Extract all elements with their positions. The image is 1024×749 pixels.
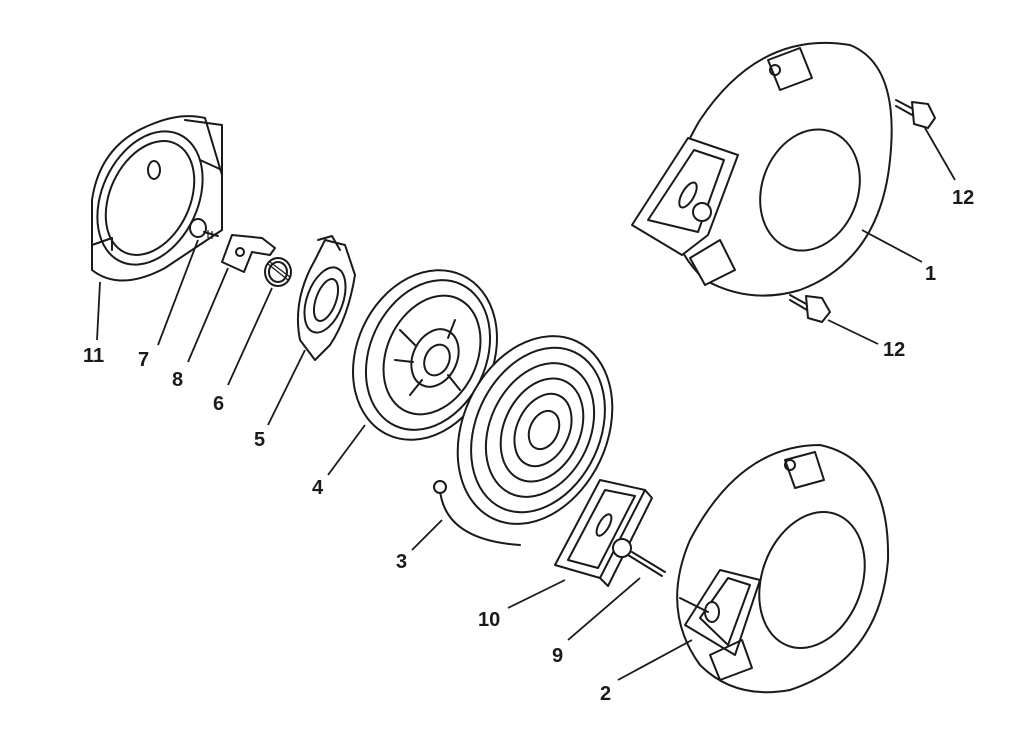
part-6-spring <box>264 257 292 287</box>
leader-lines <box>96 127 956 681</box>
leader-9 <box>567 577 641 641</box>
callout-11: 11 <box>83 345 104 367</box>
callout-12-upper: 12 <box>952 187 974 209</box>
part-11-cover-case <box>91 115 223 282</box>
callout-9: 9 <box>552 645 563 667</box>
part-4-pulley-reel <box>352 269 498 441</box>
part-2-starter-housing-highlighted <box>676 444 890 694</box>
callout-12-lower: 12 <box>883 339 905 361</box>
leader-4 <box>327 424 366 476</box>
leader-3 <box>411 519 443 551</box>
callout-2: 2 <box>600 683 611 705</box>
part-12-bolt-upper <box>895 99 936 129</box>
leader-6 <box>227 287 273 386</box>
leader-8 <box>187 267 229 363</box>
callout-5: 5 <box>254 429 265 451</box>
leader-7 <box>157 239 199 346</box>
callout-10: 10 <box>478 609 500 631</box>
leader-11 <box>96 281 101 341</box>
callout-3: 3 <box>396 551 407 573</box>
leader-12-lower <box>827 319 879 345</box>
part-3-recoil-spring <box>433 335 614 546</box>
leader-2 <box>617 639 693 681</box>
callout-1: 1 <box>925 263 936 285</box>
callout-8: 8 <box>172 369 183 391</box>
callout-4: 4 <box>312 477 324 499</box>
callout-6: 6 <box>213 393 224 415</box>
part-8-ratchet-pawl <box>221 234 276 273</box>
leader-1 <box>861 229 923 263</box>
callout-7: 7 <box>138 349 149 371</box>
part-5-friction-plate <box>296 235 356 361</box>
leader-10 <box>507 579 566 609</box>
part-7-screw <box>189 218 219 239</box>
part-10-handle <box>554 479 653 587</box>
leader-5 <box>267 349 306 426</box>
part-1-starter-housing <box>631 41 893 297</box>
callout-numbers: 11 7 8 6 5 4 3 10 9 2 1 12 12 <box>83 187 974 705</box>
leader-12-upper <box>924 127 956 181</box>
part-9-pin <box>627 551 666 577</box>
part-12-bolt-lower <box>789 294 831 323</box>
